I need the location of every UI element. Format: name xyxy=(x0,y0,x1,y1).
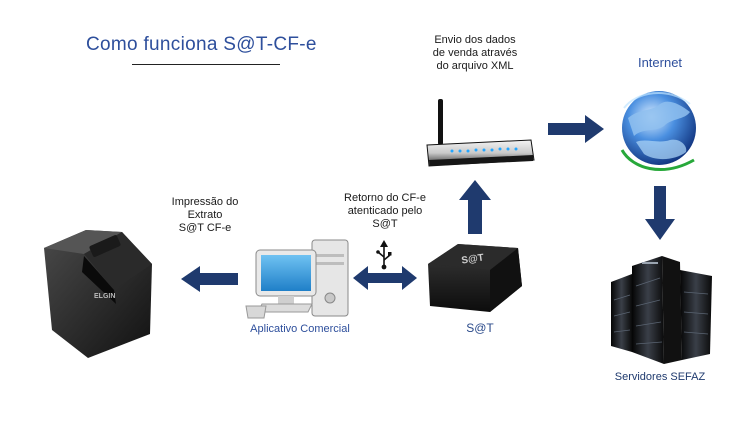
sat-device-label: S@T xyxy=(461,253,485,267)
arrows xyxy=(181,115,675,292)
arrow-sat-to-router xyxy=(459,180,491,234)
aplicativo-label: Aplicativo Comercial xyxy=(250,323,350,335)
xml-caption-line-2: de venda através xyxy=(432,47,518,59)
arrow-computer-sat-bidirectional xyxy=(353,266,417,290)
xml-caption-line-3: do arquivo XML xyxy=(436,60,514,72)
retorno-caption-line-2: atenticado pelo xyxy=(347,205,423,217)
printer-icon: ELGIN xyxy=(44,230,152,358)
retorno-caption-line-1: Retorno do CF-e xyxy=(344,192,426,204)
impressao-caption-line-3: S@T CF-e xyxy=(178,222,232,234)
impressao-caption-line-1: Impressão do xyxy=(171,196,239,208)
sat-device-icon: S@T xyxy=(428,244,522,312)
arrow-computer-to-printer xyxy=(181,266,238,292)
servers-icon xyxy=(611,256,712,364)
arrow-router-to-internet xyxy=(548,115,604,143)
servidores-label: Servidores SEFAZ xyxy=(614,371,706,383)
title-underline xyxy=(132,64,280,65)
impressao-caption-line-2: Extrato xyxy=(187,209,223,221)
router-icon xyxy=(426,99,535,167)
impressao-caption: Impressão do Extrato S@T CF-e xyxy=(150,196,260,235)
usb-icon xyxy=(376,240,392,270)
internet-label: Internet xyxy=(637,55,683,70)
retorno-caption-line-3: S@T xyxy=(372,218,398,230)
printer-brand-label: ELGIN xyxy=(94,293,115,300)
page-title: Como funciona S@T-CF-e xyxy=(86,34,317,55)
xml-caption: Envio dos dados de venda através do arqu… xyxy=(400,34,550,73)
computer-icon xyxy=(245,239,349,319)
xml-caption-line-1: Envio dos dados xyxy=(434,34,516,46)
retorno-caption: Retorno do CF-e atenticado pelo S@T xyxy=(325,192,445,231)
globe-icon xyxy=(620,91,696,171)
sat-label: S@T xyxy=(466,321,494,335)
arrow-internet-to-servers xyxy=(645,186,675,240)
